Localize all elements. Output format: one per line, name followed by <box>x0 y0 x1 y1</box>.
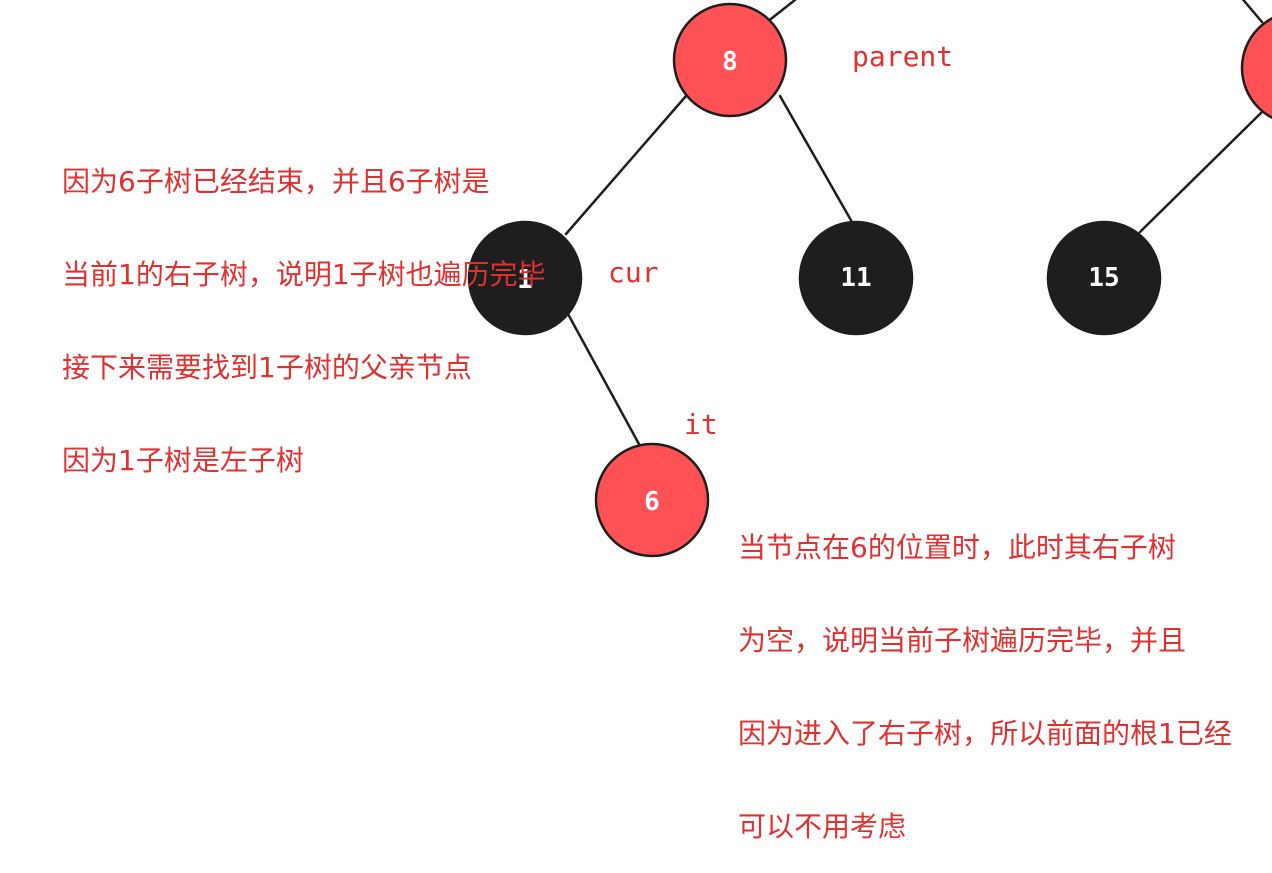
edge-1-to-6 <box>566 312 642 448</box>
bottom-annotation: 当节点在6的位置时，此时其右子树 为空，说明当前子树遍历完毕，并且 因为进入了右… <box>738 470 1232 873</box>
edge-right-node-to-15 <box>1138 110 1264 234</box>
node-6-value: 6 <box>644 487 660 517</box>
node-15-value: 15 <box>1088 263 1119 293</box>
edge-right-node-to-parent <box>1241 0 1264 24</box>
node-right-partial <box>1240 17 1272 119</box>
node-8-value: 8 <box>722 47 738 77</box>
left-annotation-line: 因为1子树是左子树 <box>62 444 304 477</box>
node-1-value: 1 <box>517 265 533 295</box>
it-label: it <box>684 408 718 441</box>
node-6 <box>594 442 710 558</box>
bottom-annotation-line: 为空，说明当前子树遍历完毕，并且 <box>738 624 1187 657</box>
node-8 <box>672 2 788 118</box>
cur-label: cur <box>608 256 659 289</box>
node-1 <box>467 220 583 336</box>
parent-label: parent <box>852 40 953 73</box>
left-annotation: 因为6子树已经结束，并且6子树是 当前1的右子树，说明1子树也遍历完毕 接下来需… <box>62 104 546 507</box>
node-11-value: 11 <box>840 263 871 293</box>
left-annotation-line: 因为6子树已经结束，并且6子树是 <box>62 165 490 198</box>
bottom-annotation-line: 可以不用考虑 <box>738 810 907 843</box>
node-11 <box>798 220 914 336</box>
node-15 <box>1046 220 1162 336</box>
edge-8-to-1 <box>564 94 688 236</box>
bottom-annotation-line: 当节点在6的位置时，此时其右子树 <box>738 531 1176 564</box>
edge-8-to-11 <box>778 94 854 224</box>
tree-diagram: 8 1 11 15 6 parent cur it <box>467 0 1272 558</box>
left-annotation-line: 当前1的右子树，说明1子树也遍历完毕 <box>62 258 546 291</box>
left-annotation-line: 接下来需要找到1子树的父亲节点 <box>62 351 472 384</box>
bottom-annotation-line: 因为进入了右子树，所以前面的根1已经 <box>738 717 1232 750</box>
